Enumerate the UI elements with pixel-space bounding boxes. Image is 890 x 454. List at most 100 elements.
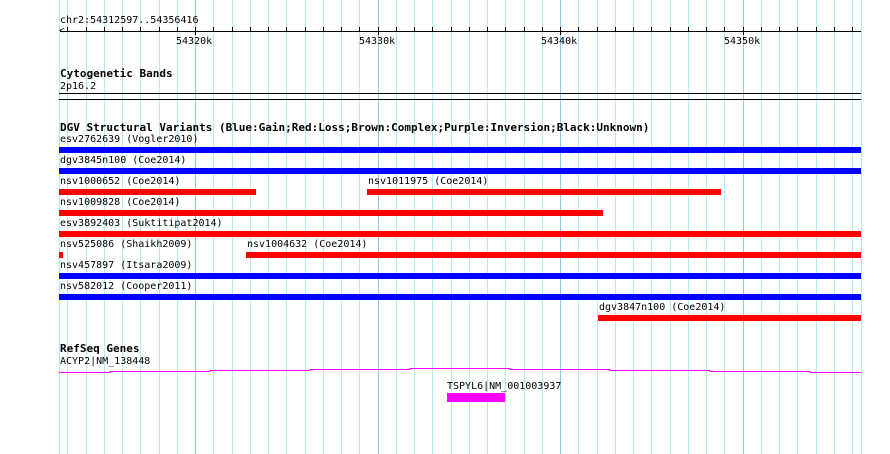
ruler-tick: [341, 27, 342, 32]
cytoband-bar[interactable]: [59, 93, 861, 94]
ruler-tick: [487, 27, 488, 32]
ruler-tick: [195, 27, 196, 35]
grid-line: [816, 0, 817, 454]
ruler-tick: [159, 27, 160, 32]
grid-line: [414, 0, 415, 454]
grid-line: [451, 0, 452, 454]
grid-line: [122, 0, 123, 454]
variant-label: nsv457897 (Itsara2009): [60, 260, 193, 271]
grid-line: [140, 0, 141, 454]
track-title-refseq: RefSeq Genes: [60, 342, 140, 355]
ruler-tick: [816, 27, 817, 32]
ruler-tick: [140, 27, 141, 32]
grid-line: [633, 0, 634, 454]
variant-bar-gain[interactable]: [59, 168, 861, 174]
ruler-tick: [724, 27, 725, 32]
left-arrow-icon[interactable]: <: [59, 26, 65, 36]
cytoband-label: 2p16.2: [60, 81, 97, 92]
variant-bar-loss[interactable]: [59, 252, 63, 258]
grid-line: [688, 0, 689, 454]
ruler-tick: [177, 27, 178, 32]
grid-line: [724, 0, 725, 454]
ruler-tick: [505, 27, 506, 32]
tick-label: 54340k: [541, 36, 578, 47]
variant-label: nsv1011975 (Coe2014): [368, 176, 489, 187]
grid-line: [268, 0, 269, 454]
grid-line: [469, 0, 470, 454]
ruler-tick: [414, 27, 415, 32]
gene-label: TSPYL6|NM_001003937: [447, 381, 562, 392]
ruler-tick: [706, 27, 707, 32]
grid-line: [861, 0, 862, 454]
grid-line: [213, 0, 214, 454]
ruler-tick: [670, 27, 671, 32]
ruler-tick: [597, 27, 598, 32]
ruler-tick: [286, 27, 287, 32]
variant-label: nsv1009828 (Coe2014): [60, 197, 181, 208]
ruler-tick: [560, 27, 561, 35]
variant-label: esv3892403 (Suktitipat2014): [60, 218, 223, 229]
grid-line: [706, 0, 707, 454]
variant-bar-gain[interactable]: [59, 294, 861, 300]
grid-line: [232, 0, 233, 454]
variant-label: nsv1004632 (Coe2014): [247, 239, 368, 250]
variant-bar-loss[interactable]: [246, 252, 861, 258]
variant-bar-gain[interactable]: [59, 273, 861, 279]
variant-bar-loss[interactable]: [598, 315, 861, 321]
grid-line: [487, 0, 488, 454]
ruler-tick: [761, 27, 762, 32]
grid-line: [177, 0, 178, 454]
grid-line: [104, 0, 105, 454]
ruler-tick: [432, 27, 433, 32]
track-title-cytoband: Cytogenetic Bands: [60, 67, 173, 80]
grid-line: [195, 0, 196, 454]
variant-bar-loss[interactable]: [59, 189, 256, 195]
ruler-tick: [232, 27, 233, 32]
ruler-tick: [743, 27, 744, 35]
tick-label: 54320k: [176, 36, 213, 47]
ruler-tick: [213, 27, 214, 32]
variant-bar-loss[interactable]: [59, 231, 861, 237]
gene-label: ACYP2|NM_138448: [60, 356, 151, 367]
variant-label: nsv582012 (Cooper2011): [60, 281, 193, 292]
ruler-axis[interactable]: [60, 31, 861, 32]
ruler-tick: [86, 27, 87, 32]
ruler-tick: [834, 27, 835, 32]
grid-line: [250, 0, 251, 454]
ruler-tick: [688, 27, 689, 32]
ruler-tick: [323, 27, 324, 32]
grid-line: [59, 0, 60, 454]
grid-line: [797, 0, 798, 454]
grid-line: [651, 0, 652, 454]
grid-line: [670, 0, 671, 454]
gene-intron-line: [59, 368, 861, 373]
grid-line: [341, 0, 342, 454]
grid-line: [743, 0, 744, 454]
ruler-tick: [122, 27, 123, 32]
variant-label: dgv3847n100 (Coe2014): [599, 302, 726, 313]
grid-line: [86, 0, 87, 454]
variant-bar-loss[interactable]: [367, 189, 721, 195]
tspyl6-gene-exon[interactable]: [447, 393, 505, 402]
ruler-tick: [396, 27, 397, 32]
grid-line: [578, 0, 579, 454]
ruler-tick: [359, 27, 360, 32]
grid-line: [779, 0, 780, 454]
grid-line: [359, 0, 360, 454]
ruler-tick: [852, 27, 853, 32]
grid-line: [615, 0, 616, 454]
grid-line: [761, 0, 762, 454]
variant-label: esv2762639 (Vogler2010): [60, 134, 199, 145]
grid-line: [305, 0, 306, 454]
grid-line: [852, 0, 853, 454]
ruler-tick: [651, 27, 652, 32]
grid-line: [560, 0, 561, 454]
cytoband-bar[interactable]: [59, 99, 861, 100]
grid-line: [505, 0, 506, 454]
grid-line: [323, 0, 324, 454]
variant-bar-loss[interactable]: [59, 210, 603, 216]
ruler-tick: [378, 27, 379, 35]
variant-bar-gain[interactable]: [59, 147, 861, 153]
grid-line: [542, 0, 543, 454]
